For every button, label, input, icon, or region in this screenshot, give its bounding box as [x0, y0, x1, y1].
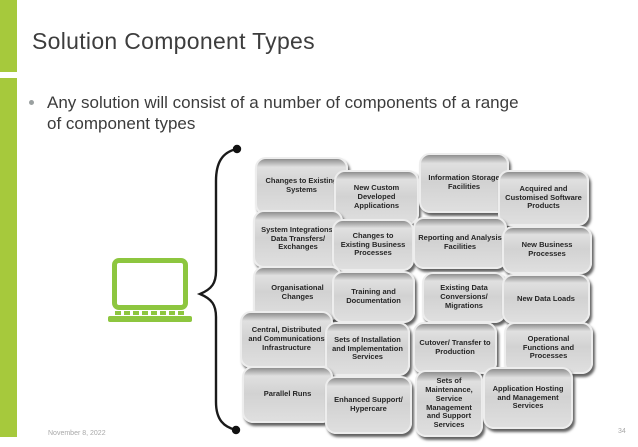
component-label: Sets of Installation and Implementation … — [332, 334, 403, 362]
bullet-text: Any solution will consist of a number of… — [47, 92, 619, 134]
component-box: New Data Loads — [502, 274, 590, 324]
component-box: Cutover/ Transfer to Production — [413, 322, 497, 374]
component-box: Acquired and Customised Software Product… — [498, 170, 589, 226]
curly-brace-icon — [196, 144, 242, 435]
footer-date: November 8, 2022 — [48, 430, 106, 437]
page-number: 34 — [618, 428, 626, 435]
component-box: Enhanced Support/ Hypercare — [325, 376, 412, 434]
page-title: Solution Component Types — [32, 28, 315, 54]
component-label: Enhanced Support/ Hypercare — [334, 395, 403, 413]
component-label: Operational Functions and Processes — [522, 333, 575, 361]
component-label: Training and Documentation — [346, 287, 401, 305]
component-box: Sets of Installation and Implementation … — [325, 322, 410, 376]
component-box: Parallel Runs — [242, 366, 333, 423]
laptop-icon — [108, 256, 192, 323]
component-label: Changes to Existing Systems — [265, 176, 338, 194]
bullet-marker — [29, 100, 34, 105]
component-label: Parallel Runs — [263, 389, 312, 399]
component-box: New Business Processes — [502, 226, 592, 274]
laptop-base — [108, 316, 192, 322]
component-box: Reporting and Analysis Facilities — [413, 217, 507, 269]
component-label: Existing Data Conversions/ Migrations — [440, 283, 488, 310]
component-label: System Integrations/ Data Transfers/ Exc… — [261, 224, 335, 252]
bullet-line-1: Any solution will consist of a number of… — [47, 93, 519, 112]
component-label: New Business Processes — [521, 240, 573, 258]
component-label: Information Storage Facilities — [428, 173, 500, 191]
component-box: Application Hosting and Management Servi… — [483, 367, 573, 429]
component-box: Sets of Maintenance, Service Management … — [415, 370, 483, 437]
component-box: New Custom Developed Applications — [334, 170, 419, 225]
component-label: Changes to Existing Business Processes — [340, 230, 406, 258]
component-label: Cutover/ Transfer to Production — [419, 338, 491, 356]
component-label: Acquired and Customised Software Product… — [505, 183, 582, 211]
component-box: Information Storage Facilities — [419, 153, 509, 213]
component-box: Operational Functions and Processes — [504, 322, 593, 374]
component-label: Sets of Maintenance, Service Management … — [425, 375, 473, 430]
component-label: Central, Distributed and Communications … — [248, 325, 325, 352]
component-label: Reporting and Analysis Facilities — [418, 233, 502, 251]
component-box: Training and Documentation — [332, 271, 415, 323]
component-box: Changes to Existing Systems — [255, 157, 348, 215]
bullet-item: Any solution will consist of a number of… — [29, 92, 619, 134]
component-box: Central, Distributed and Communications … — [240, 311, 333, 368]
component-label: New Data Loads — [517, 293, 575, 303]
component-box: System Integrations/ Data Transfers/ Exc… — [253, 210, 343, 268]
laptop-screen — [112, 258, 188, 310]
accent-bar-top — [0, 0, 17, 72]
component-label: Application Hosting and Management Servi… — [492, 383, 564, 411]
component-label: New Custom Developed Applications — [353, 183, 400, 210]
component-box: Existing Data Conversions/ Migrations — [422, 272, 506, 323]
component-label: Organisational Changes — [271, 283, 324, 301]
component-box: Changes to Existing Business Processes — [332, 219, 414, 271]
accent-bar-main — [0, 78, 17, 437]
bullet-line-2: of component types — [47, 114, 196, 133]
laptop-keyboard — [115, 311, 185, 315]
